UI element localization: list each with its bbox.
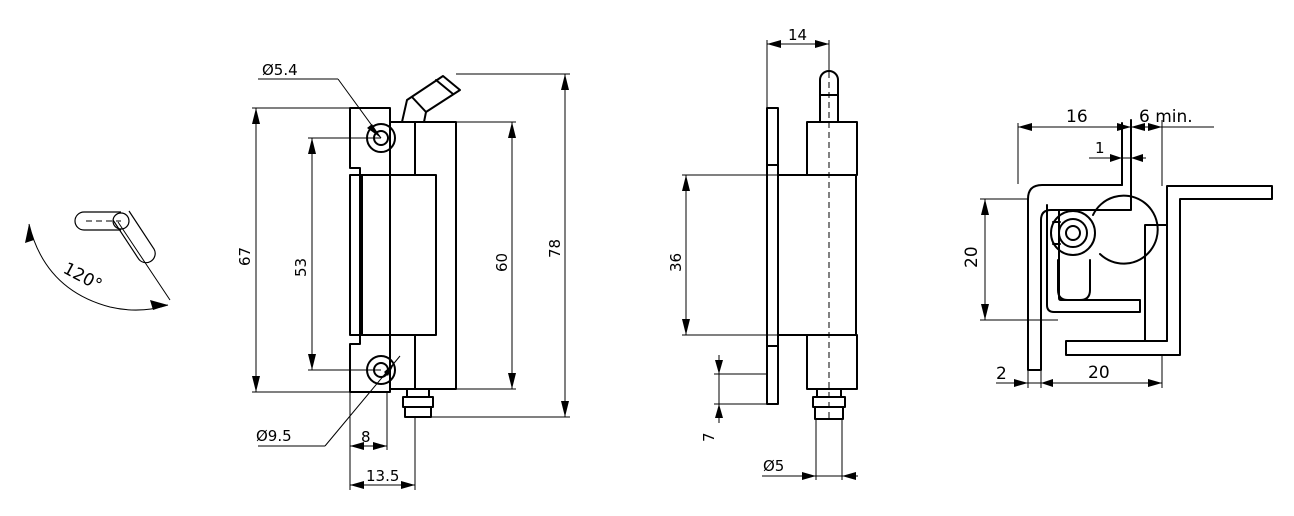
- dim-13-5-label: 13.5: [366, 467, 399, 485]
- angle-arrow-start: [25, 224, 34, 243]
- pin-bent-outline: [112, 210, 156, 264]
- dim-16-label: 16: [1066, 107, 1088, 127]
- dim-pin-dia-label: Ø5: [763, 457, 784, 475]
- door-leaf: [1065, 185, 1273, 356]
- hinge-knuckle-body: [349, 174, 437, 336]
- side-barrel-bottom: [806, 334, 858, 390]
- side-knuckle-body: [777, 174, 857, 336]
- side-barrel-top: [806, 121, 858, 176]
- side-leaf-plate: [766, 107, 779, 405]
- dim-6-min-label: 6 min.: [1139, 107, 1193, 127]
- door-leaf-gasket: [1144, 224, 1168, 342]
- dim-7-label: 7: [700, 432, 718, 442]
- angle-detail: 120°: [25, 210, 171, 311]
- pin-pivot: [112, 212, 130, 230]
- dim-78-label: 78: [546, 239, 564, 258]
- side-view: 14 36 7 Ø5: [667, 26, 858, 480]
- dim-14-label: 14: [788, 26, 807, 44]
- top-view: 16 6 min. 1 20 2 20: [962, 107, 1273, 388]
- dim-67-label: 67: [236, 247, 254, 266]
- angle-arc: [28, 223, 169, 311]
- hole-large-dia-label: Ø9.5: [256, 427, 292, 445]
- dim-8-label: 8: [361, 428, 371, 446]
- inner-bracket: [1046, 204, 1141, 313]
- angle-arrow-end: [150, 300, 168, 310]
- pin-straight-outline: [74, 211, 121, 231]
- pin-bottom-collar: [406, 388, 430, 398]
- dim-1-label: 1: [1095, 139, 1105, 157]
- hinge-leaf-plate: [349, 107, 391, 393]
- dim-36-label: 36: [667, 253, 685, 272]
- dim-20-horizontal-label: 20: [1088, 363, 1110, 383]
- angle-label: 120°: [60, 259, 106, 296]
- hinge-barrel-section: [1057, 259, 1091, 301]
- bent-pin-top: [401, 75, 461, 123]
- dim-20-vertical-label: 20: [962, 246, 982, 268]
- dim-53-label: 53: [292, 258, 310, 277]
- hole-small-dia-label: Ø5.4: [262, 61, 298, 79]
- dim-60-label: 60: [493, 253, 511, 272]
- front-view: Ø5.4 Ø9.5 67 53 60 78: [236, 61, 570, 490]
- dim-2-label: 2: [996, 364, 1007, 384]
- pin-circle-outer: [1050, 210, 1096, 256]
- hinge-barrel: [389, 121, 457, 390]
